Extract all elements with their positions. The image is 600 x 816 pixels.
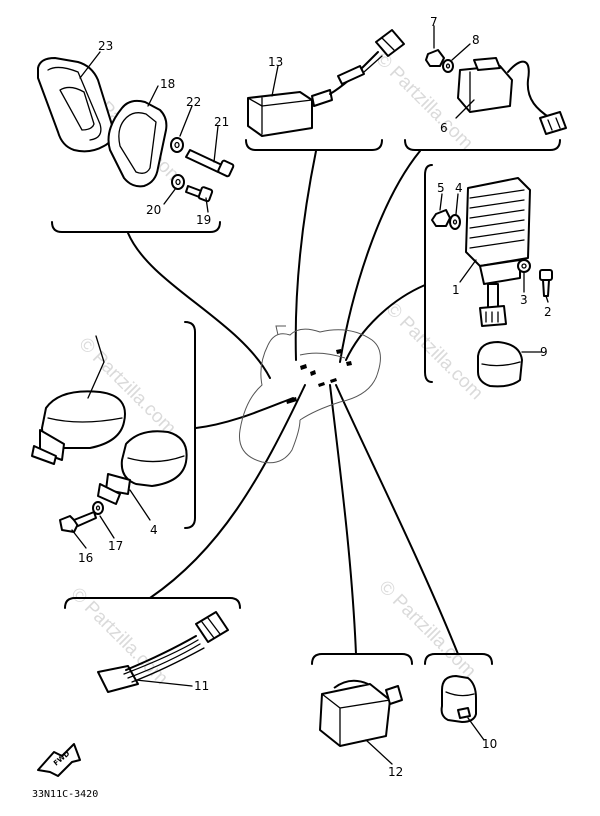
leader-relay-13 <box>294 150 317 361</box>
leader-rectifier <box>345 284 426 361</box>
bolt-16 <box>59 511 97 533</box>
part-number-21: 21 <box>214 115 229 129</box>
leader-horns <box>195 397 294 429</box>
leader-harness <box>149 384 306 599</box>
part-number-1: 1 <box>452 283 460 297</box>
horn-lower <box>97 430 188 505</box>
cap-9 <box>477 341 523 388</box>
part-number-labels: 23 18 22 21 20 19 13 7 8 6 5 4 1 3 2 9 4… <box>78 15 552 779</box>
igniter-12 <box>319 679 403 747</box>
drawing-code: 33N11C-3420 <box>32 789 98 800</box>
watermark-text: © Partzilla.com <box>381 299 486 404</box>
frame-outline <box>238 325 381 464</box>
bracket-horns <box>184 321 196 529</box>
washer-4-top <box>449 214 461 230</box>
group-brackets <box>51 139 561 665</box>
rectifier-regulator <box>465 177 531 327</box>
part-number-2: 2 <box>544 305 552 319</box>
relay-6 <box>457 57 567 135</box>
tail-lamp-gasket <box>107 99 168 188</box>
nut-7 <box>425 49 445 67</box>
fwd-arrow-icon: FWD <box>37 743 81 777</box>
bolt-21 <box>185 149 235 178</box>
leader-relay-10 <box>335 384 459 655</box>
wire-harness-11 <box>97 611 229 693</box>
leader-taillight <box>127 232 271 379</box>
part-number-20: 20 <box>146 203 161 217</box>
horn-upper <box>31 390 126 465</box>
part-number-7: 7 <box>430 15 438 29</box>
part-number-9: 9 <box>540 345 548 359</box>
leader-relay-6 <box>339 150 421 363</box>
part-number-4: 4 <box>455 181 463 195</box>
callout-leaders <box>71 25 549 765</box>
bracket-harness <box>64 597 241 609</box>
bracket-igniter <box>311 653 413 665</box>
relay-13 <box>247 29 405 137</box>
part-number-10: 10 <box>482 737 497 751</box>
part-number-17: 17 <box>108 539 123 553</box>
part-number-18: 18 <box>160 77 175 91</box>
part-number-3: 3 <box>520 293 528 307</box>
washer-17 <box>92 501 104 515</box>
part-number-4b: 4 <box>150 523 158 537</box>
part-number-13: 13 <box>268 55 283 69</box>
part-number-8: 8 <box>472 33 480 47</box>
part-number-22: 22 <box>186 95 201 109</box>
leader-igniter <box>329 384 357 655</box>
washer-8 <box>442 59 454 73</box>
bolt-19 <box>185 185 214 203</box>
part-number-6: 6 <box>440 121 448 135</box>
bracket-rectifier <box>424 164 433 383</box>
washer-20 <box>171 174 185 190</box>
bracket-relay-6 <box>404 139 561 151</box>
watermark-text: © Partzilla.com <box>374 577 479 682</box>
part-number-5: 5 <box>437 181 445 195</box>
part-number-23: 23 <box>98 39 113 53</box>
washer-22 <box>170 137 184 153</box>
bracket-taillight <box>51 221 221 233</box>
bolt-2 <box>539 269 553 297</box>
part-number-16: 16 <box>78 551 93 565</box>
part-number-11: 11 <box>194 679 209 693</box>
tail-lamp-lens <box>37 57 114 153</box>
part-number-19: 19 <box>196 213 211 227</box>
bracket-relay-13 <box>245 139 383 151</box>
washer-3 <box>517 259 531 273</box>
leader-lines <box>127 150 459 655</box>
relay-10 <box>440 675 477 723</box>
part-number-12: 12 <box>388 765 403 779</box>
nut-5 <box>431 209 451 227</box>
